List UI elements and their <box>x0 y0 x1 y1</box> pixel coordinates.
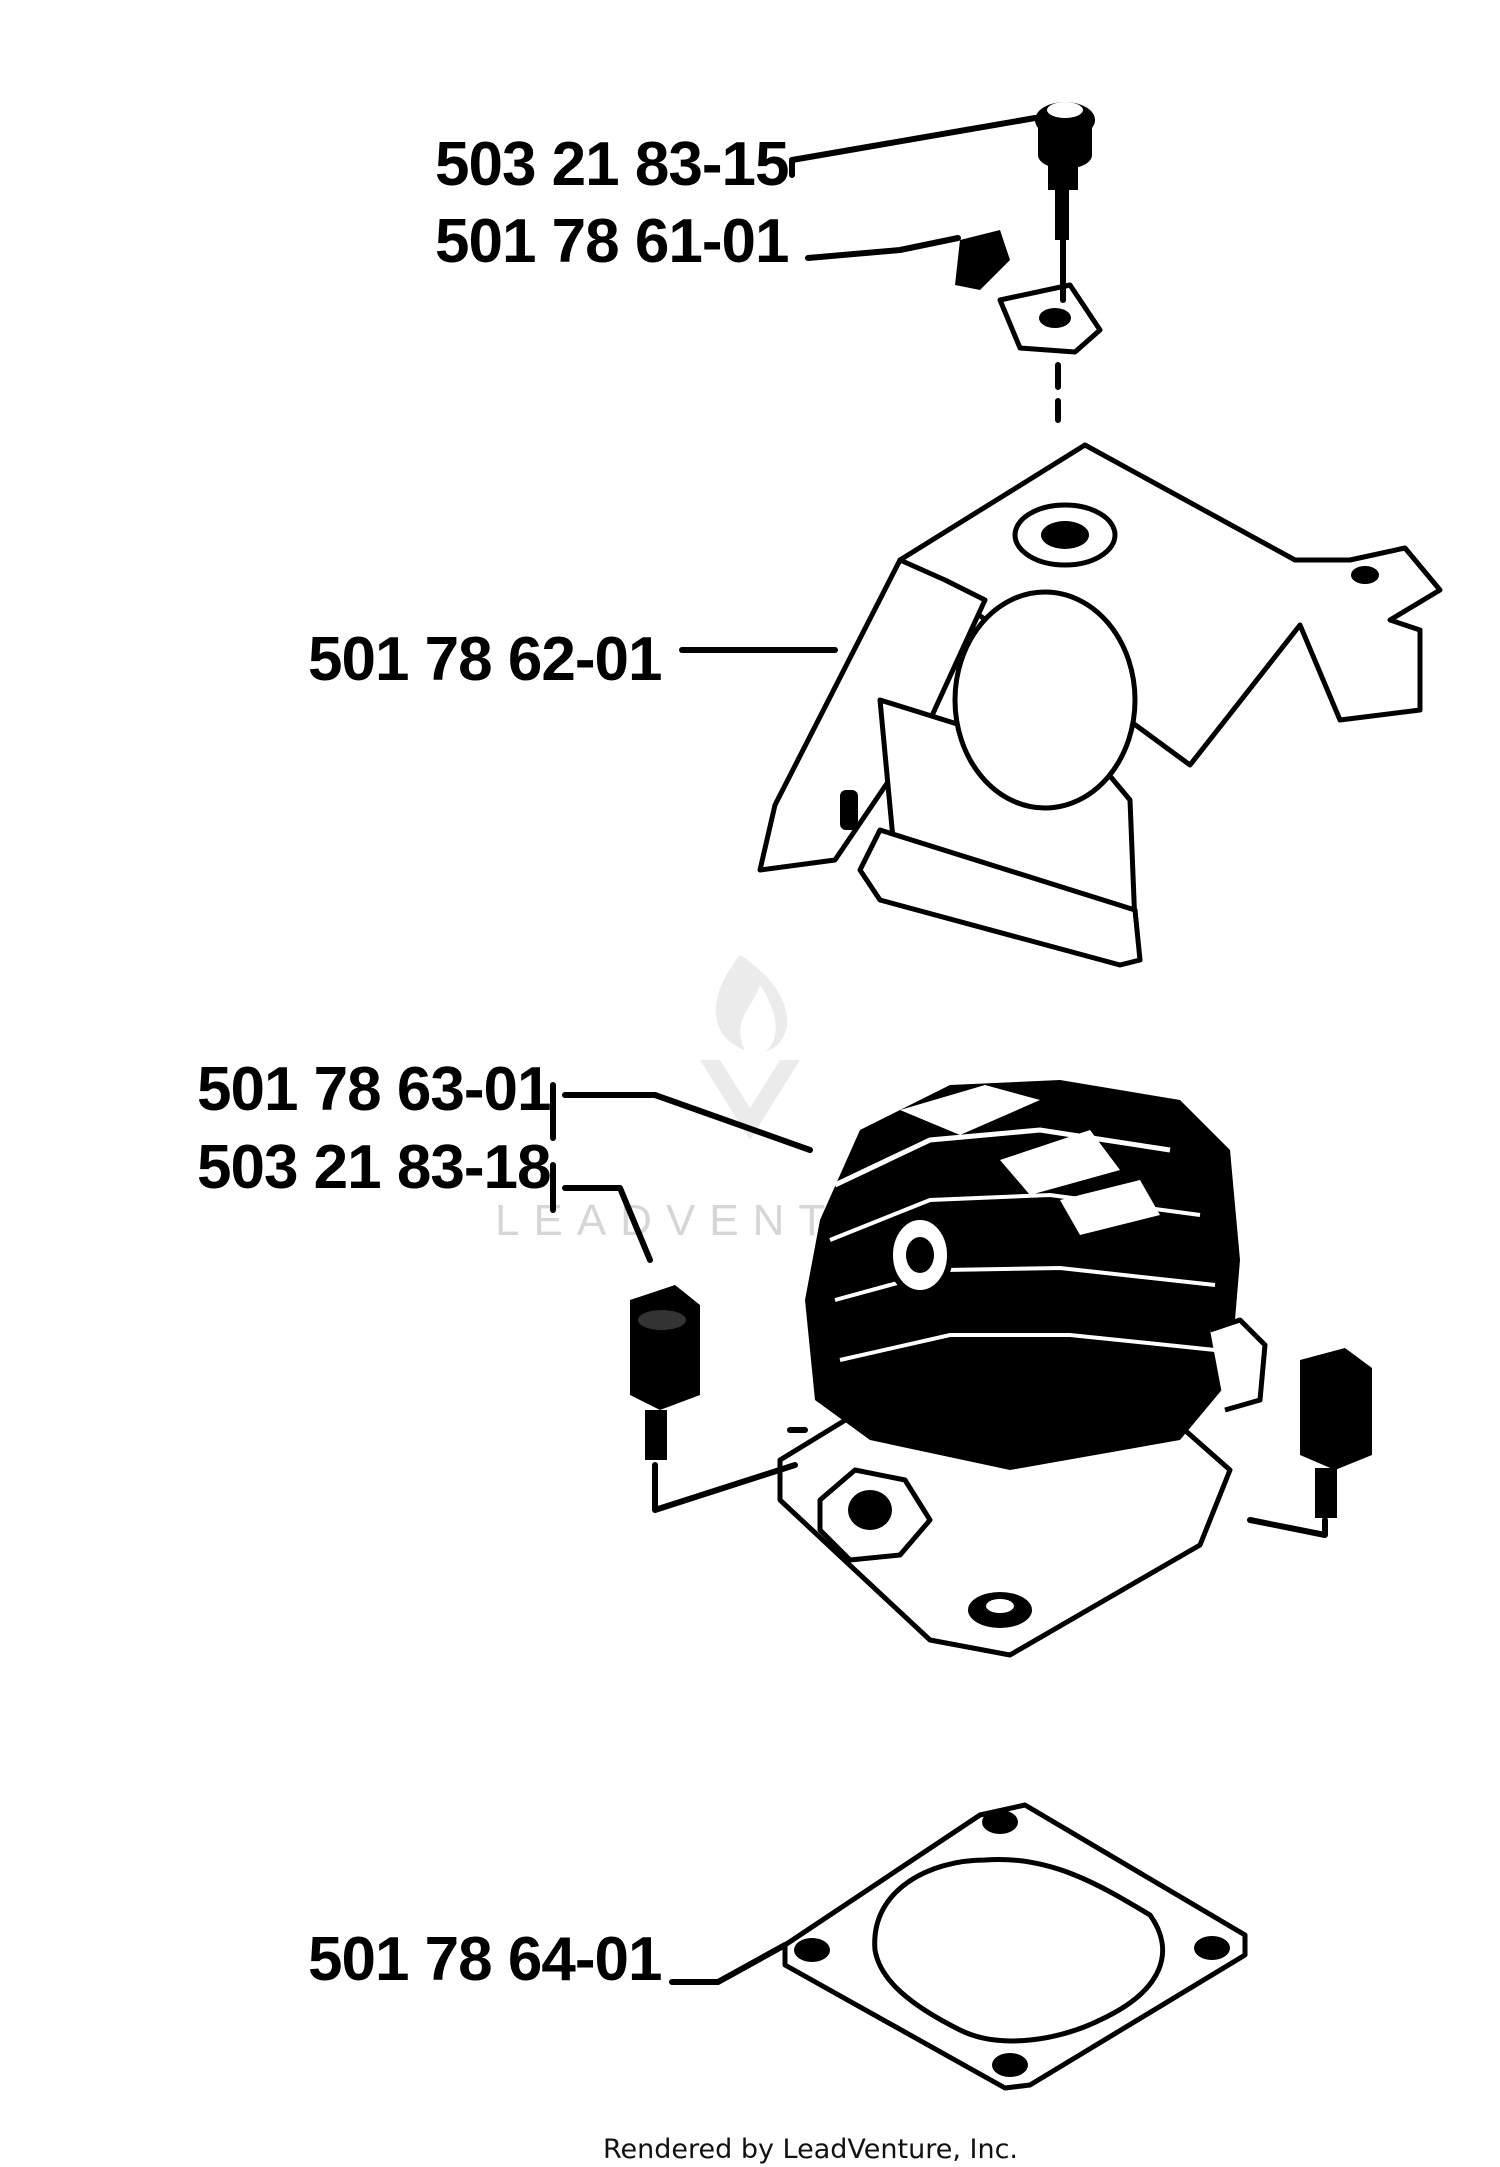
gasket-part <box>782 1802 1248 2091</box>
label-503-21-83-15: 503 21 83-15 <box>435 130 788 199</box>
label-501-78-61-01: 501 78 61-01 <box>435 207 788 276</box>
footer-credit: Rendered by LeadVenture, Inc. <box>603 2134 1018 2165</box>
label-501-78-63-01: 501 78 63-01 <box>197 1055 550 1124</box>
label-503-21-83-18: 503 21 83-18 <box>197 1133 550 1202</box>
label-501-78-62-01: 501 78 62-01 <box>308 625 661 694</box>
bracket-part <box>955 230 1103 423</box>
leader-lines <box>550 115 1038 1985</box>
watermark-logo <box>700 955 800 1140</box>
top-screw-part <box>1035 102 1095 240</box>
cylinder-part <box>630 1080 1372 1658</box>
label-501-78-64-01: 501 78 64-01 <box>308 1925 661 1994</box>
cylinder-cover-part <box>757 442 1443 968</box>
